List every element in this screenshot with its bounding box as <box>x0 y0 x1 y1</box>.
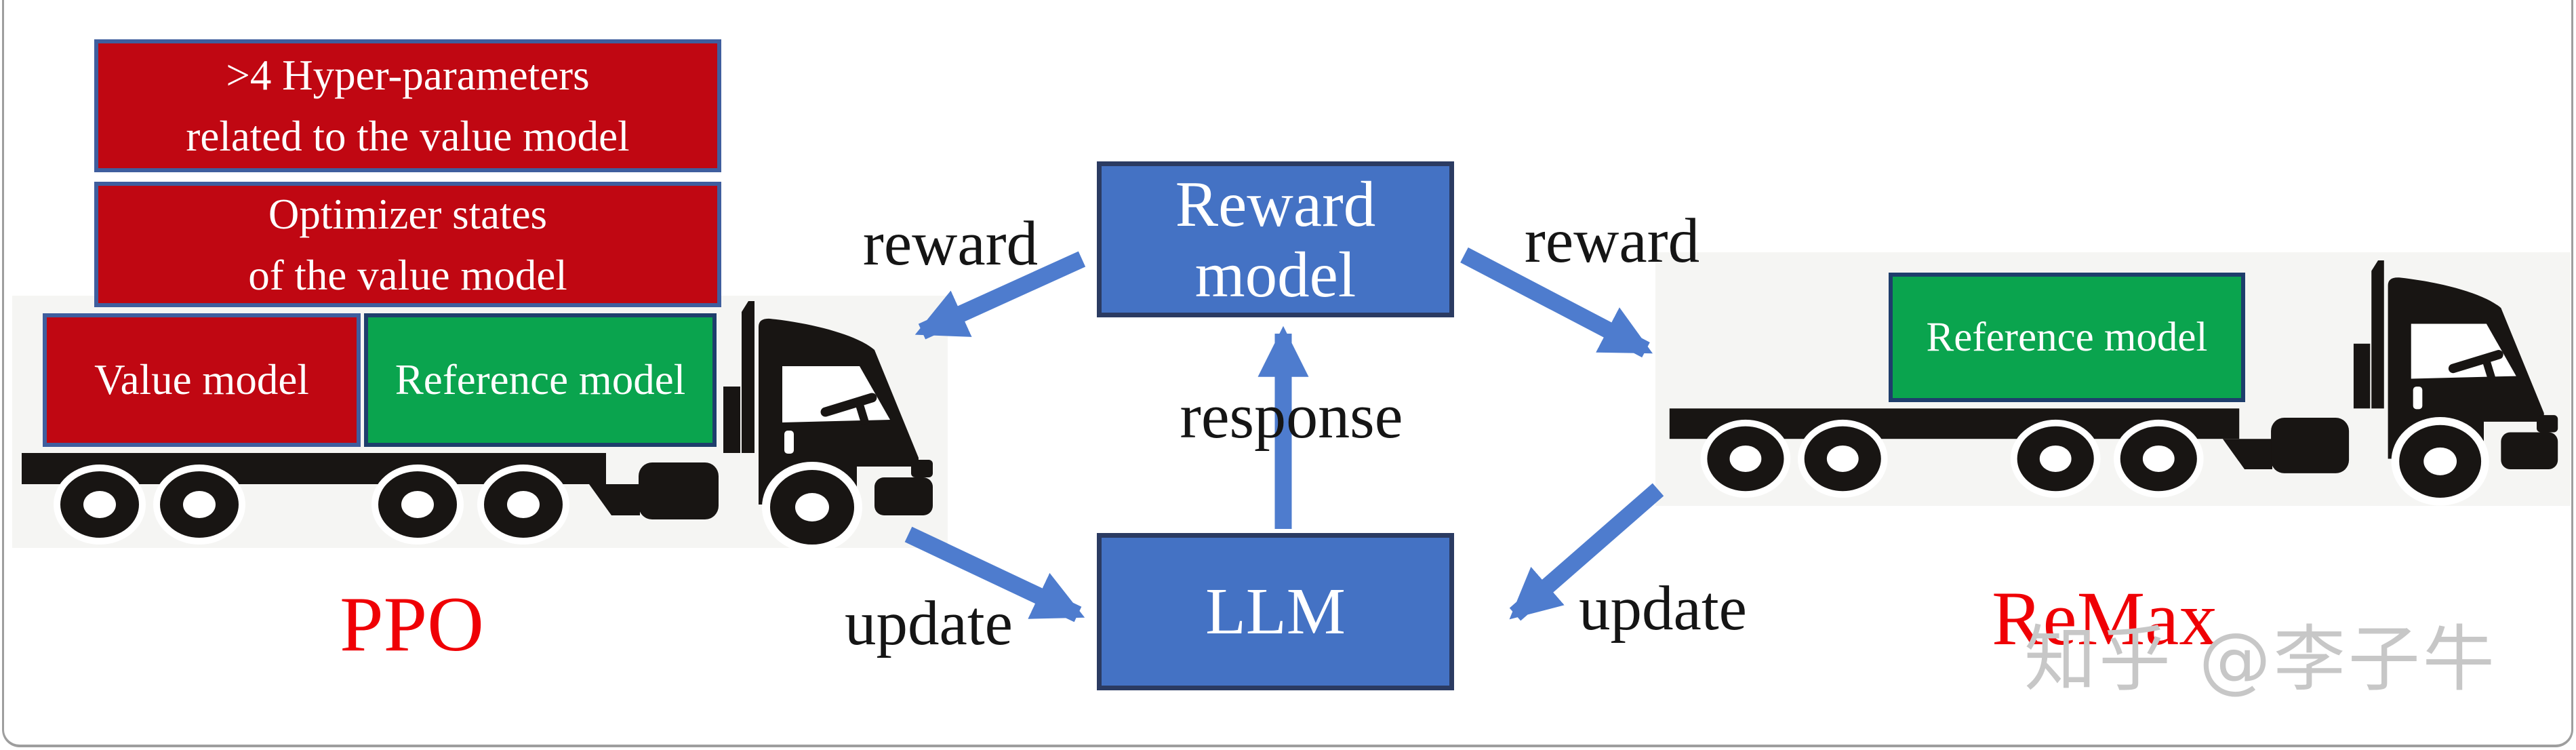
cargo-box-line: related to the value model <box>186 113 630 160</box>
cargo-box-line: of the value model <box>248 251 567 299</box>
cargo-box-value-model: Value model <box>43 313 361 447</box>
edge-label-reward-left: reward <box>862 209 1039 279</box>
cargo-box-line: Optimizer states <box>268 190 548 238</box>
edge-label-update-left: update <box>845 589 1013 658</box>
cargo-box-line: >4 Hyper-parameters <box>226 52 590 99</box>
algorithm-label-ppo: PPO <box>340 581 484 668</box>
arrow-update-remax-truck-to-llm <box>1509 483 1664 621</box>
cargo-box-hyperparameters: >4 Hyper-parameters related to the value… <box>94 39 721 172</box>
cargo-box-optimizer-states: Optimizer states of the value model <box>94 182 721 307</box>
zhihu-watermark: 知乎 @李子牛 <box>2024 618 2497 701</box>
arrow-reward-to-ppo-truck <box>914 251 1086 340</box>
cargo-box-line: Reference model <box>395 356 686 403</box>
edge-label-reward-right: reward <box>1524 206 1700 276</box>
algorithm-label-remax: ReMax <box>1992 576 2217 661</box>
edge-label-update-right: update <box>1579 574 1747 644</box>
node-line: model <box>1194 239 1356 311</box>
node-line: LLM <box>1205 575 1346 648</box>
cargo-box-line: Value model <box>94 356 309 403</box>
node-reward-model: Reward model <box>1097 161 1454 317</box>
edge-label-response: response <box>1180 381 1403 452</box>
cargo-box-reference-model-remax: Reference model <box>1889 273 2245 402</box>
node-llm: LLM <box>1097 533 1454 690</box>
node-line: Reward <box>1175 168 1376 240</box>
cargo-box-line: Reference model <box>1926 314 2208 360</box>
arrow-update-ppo-truck-to-llm <box>904 526 1085 623</box>
cargo-box-reference-model-ppo: Reference model <box>364 313 717 447</box>
arrow-reward-to-remax-truck <box>1460 247 1653 358</box>
